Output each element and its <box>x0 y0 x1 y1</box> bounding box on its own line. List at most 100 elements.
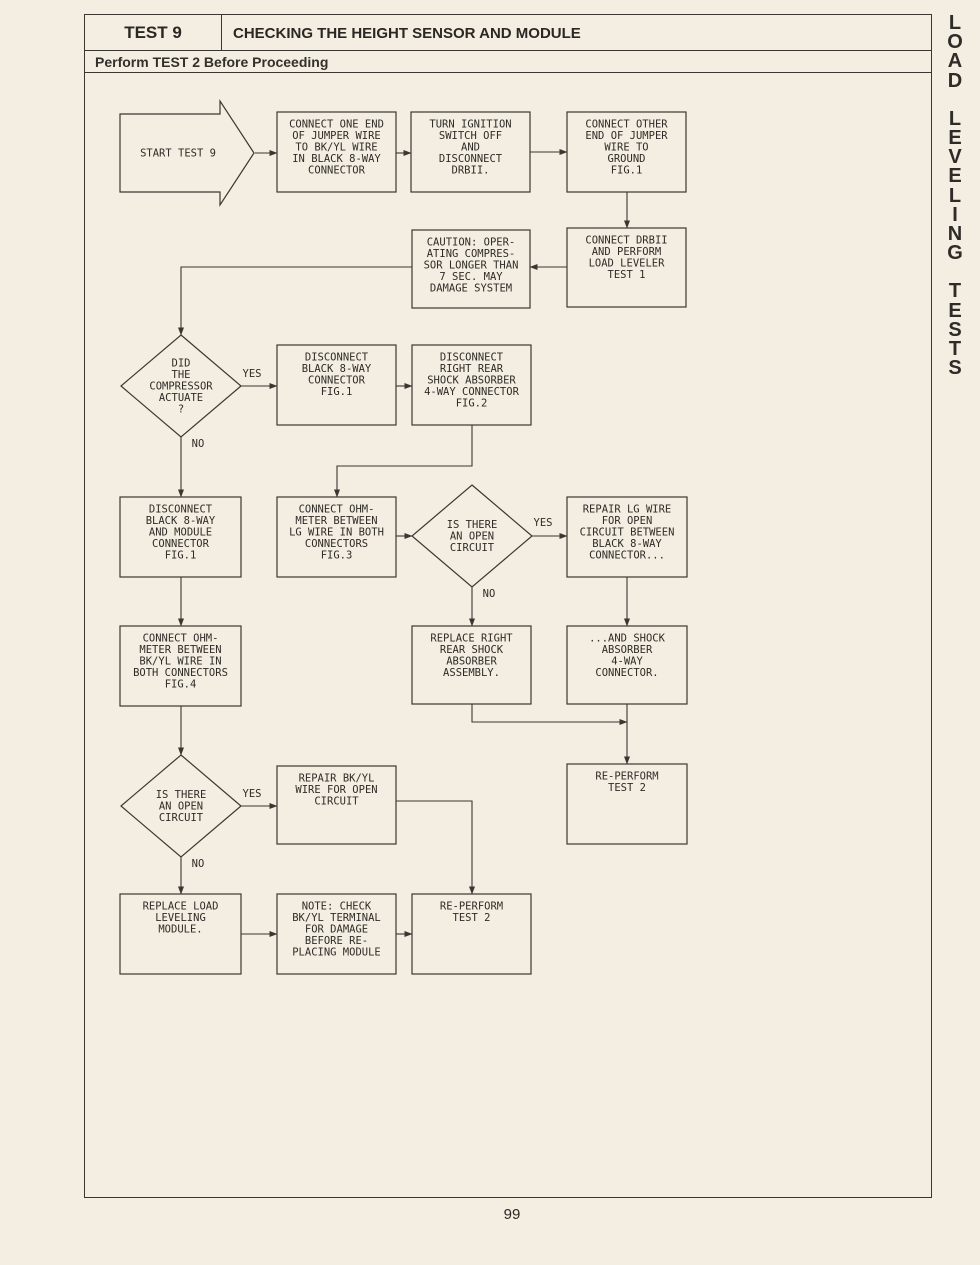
flow-node-text: TO BK/YL WIRE <box>295 142 377 154</box>
flow-node-text: DISCONNECT <box>440 351 504 363</box>
process-box <box>119 496 242 578</box>
flow-node-text: FIG.3 <box>321 550 353 562</box>
start-arrow-shape <box>119 98 255 208</box>
flow-node-text: TEST 2 <box>453 912 491 924</box>
flow-node-text: REPLACE RIGHT <box>430 632 513 644</box>
process-box <box>411 625 532 705</box>
side-tab-letter: E <box>948 127 962 150</box>
flow-node-text: SWITCH OFF <box>439 130 502 142</box>
flow-node-text: IN BLACK 8-WAY <box>292 153 381 165</box>
flow-node-text: FIG.2 <box>456 398 488 410</box>
flow-node-text: SOR LONGER THAN <box>424 260 519 272</box>
flow-node-text: CONNECT OTHER <box>585 118 668 130</box>
flow-node-text: ABSORBER <box>446 656 497 668</box>
process-box <box>276 111 397 193</box>
side-tab-letter: I <box>952 203 958 226</box>
flow-node-text: LOAD LEVELER <box>589 258 666 270</box>
flow-node-text: ASSEMBLY. <box>443 667 500 679</box>
flow-node-text: MODULE. <box>158 924 202 936</box>
flow-node-text: IS THERE <box>447 519 498 531</box>
decision-diamond <box>120 754 242 858</box>
flow-node-text: METER BETWEEN <box>139 644 221 656</box>
flow-node-text: FOR DAMAGE <box>305 924 368 936</box>
flow-node-text: LEVELING <box>155 912 206 924</box>
flow-node-text: AND PERFORM <box>592 246 662 258</box>
flow-node-text: DISCONNECT <box>149 503 213 515</box>
flow-node-text: SHOCK ABSORBER <box>427 375 516 387</box>
flow-node-text: CONNECTOR... <box>589 550 665 562</box>
flow-node-text: CIRCUIT <box>450 542 495 554</box>
flow-node-text: CIRCUIT <box>314 796 359 808</box>
header-row: TEST 9 CHECKING THE HEIGHT SENSOR AND MO… <box>85 15 931 51</box>
flow-node-text: CONNECTOR. <box>595 667 658 679</box>
flow-node-text: CONNECT OHM- <box>143 632 219 644</box>
flow-node-text: FOR OPEN <box>602 515 653 527</box>
flow-node-text: 7 SEC. MAY <box>439 271 503 283</box>
flow-node-text: DISCONNECT <box>439 153 503 165</box>
flow-node-text: FIG.1 <box>321 386 353 398</box>
flow-node-text: FIG.4 <box>165 679 197 691</box>
flow-node-text: REAR SHOCK <box>440 644 504 656</box>
flow-node-text: CONNECTOR <box>152 538 210 550</box>
flow-connector <box>334 425 473 498</box>
process-box <box>410 111 531 193</box>
flow-node-text: BEFORE RE- <box>305 935 368 947</box>
flow-node-text: REPAIR BK/YL <box>299 772 375 784</box>
flow-node-text: CONNECTOR <box>308 165 366 177</box>
side-tab-letter: D <box>947 69 963 92</box>
flow-node-text: DID <box>172 357 191 369</box>
flow-node-text: ATING COMPRES- <box>427 248 516 260</box>
flow-node-text: PLACING MODULE <box>292 947 381 959</box>
process-box <box>566 763 688 845</box>
edge-label-d2-no: NO <box>483 588 496 600</box>
flow-node-text: TEST 2 <box>608 782 646 794</box>
process-box <box>566 111 687 193</box>
flow-node-text: BLACK 8-WAY <box>592 538 662 550</box>
flow-node-text: DRBII. <box>452 165 490 177</box>
flowchart-connectors <box>178 149 630 937</box>
flow-node-text: REPAIR LG WIRE <box>583 503 672 515</box>
flow-node-text: TURN IGNITION <box>429 118 511 130</box>
flow-node-text: METER BETWEEN <box>295 515 377 527</box>
flow-node-text: AN OPEN <box>159 801 203 813</box>
process-box <box>276 344 397 426</box>
flow-node-text: ACTUATE <box>159 392 203 404</box>
flow-node-text: WIRE TO <box>604 142 648 154</box>
side-tab-letter: T <box>948 280 962 303</box>
flow-node-text: CAUTION: OPER- <box>427 236 516 248</box>
side-tab-letter: G <box>947 242 963 265</box>
flow-node-text: 4-WAY <box>611 656 643 668</box>
flow-node-text: DAMAGE SYSTEM <box>430 283 512 295</box>
side-tab-letter: V <box>948 146 962 169</box>
side-tab-letter: S <box>948 318 962 341</box>
flow-node-text: DISCONNECT <box>305 351 369 363</box>
edge-label-d2-yes: YES <box>534 517 553 529</box>
flow-node-text: ABSORBER <box>602 644 653 656</box>
flow-node-text: CONNECT ONE END <box>289 118 384 130</box>
flow-node-text: CIRCUIT BETWEEN <box>580 527 675 539</box>
process-box <box>411 229 531 309</box>
process-box <box>411 893 532 975</box>
edge-label-d3-no: NO <box>192 858 205 870</box>
flow-node-text: OF JUMPER WIRE <box>292 130 381 142</box>
process-box <box>566 496 688 578</box>
side-tab-letter: E <box>948 165 962 188</box>
process-box <box>119 625 242 707</box>
test-title: CHECKING THE HEIGHT SENSOR AND MODULE <box>233 24 581 42</box>
